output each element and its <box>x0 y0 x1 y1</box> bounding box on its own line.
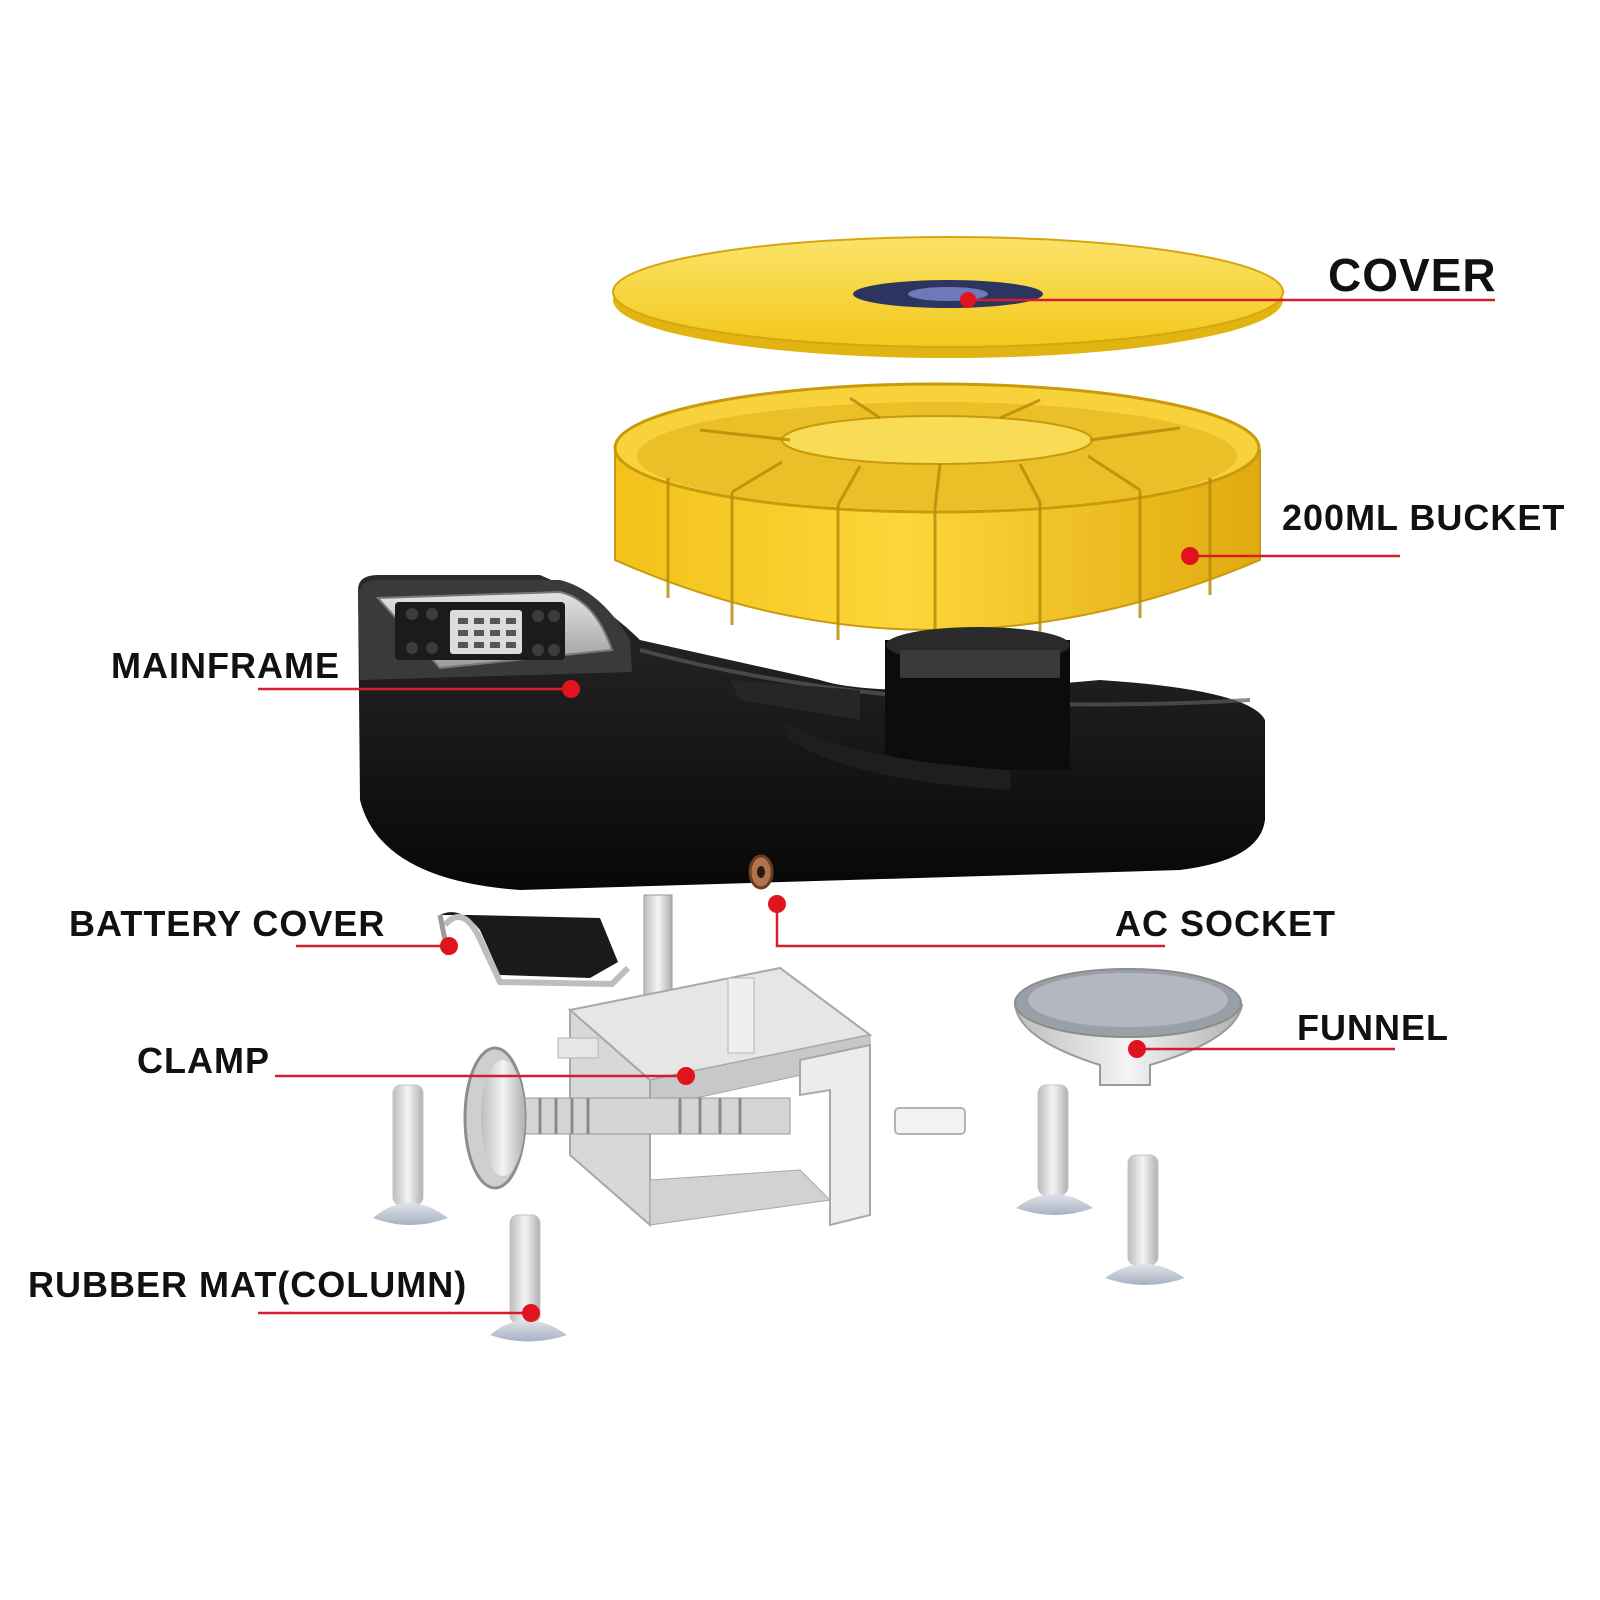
label-clamp: CLAMP <box>137 1040 270 1081</box>
leader-dot-cover <box>960 292 976 308</box>
label-rubber-mat: RUBBER MAT(COLUMN) <box>28 1264 468 1305</box>
rubber-mat-column <box>490 1214 567 1342</box>
leader-line-ac-socket <box>775 904 1165 948</box>
leader-dot-clamp <box>677 1067 695 1085</box>
label-cover: COVER <box>1328 249 1497 301</box>
leader-lines <box>258 298 1495 1315</box>
rubber-mat-column <box>373 1084 448 1225</box>
rubber-mat-columns <box>373 1084 1185 1342</box>
label-mainframe: MAINFRAME <box>111 645 340 686</box>
leader-dot-rubber-mat <box>522 1304 540 1322</box>
leader-dot-battery-cover <box>440 937 458 955</box>
battery-cover-part <box>437 912 631 988</box>
leader-dot-bucket <box>1181 547 1199 565</box>
label-ac-socket: AC SOCKET <box>1115 903 1337 944</box>
clamp-part <box>463 966 966 1228</box>
label-funnel: FUNNEL <box>1297 1007 1449 1048</box>
cover-part <box>612 236 1284 358</box>
leader-dot-ac-socket <box>768 895 786 913</box>
bucket-part <box>613 382 1261 645</box>
label-battery-cover: BATTERY COVER <box>69 903 386 944</box>
rubber-mat-column <box>1016 1084 1093 1215</box>
funnel-part <box>1013 968 1244 1086</box>
leader-dot-mainframe <box>562 680 580 698</box>
mainframe-part <box>358 575 1265 890</box>
label-bucket: 200ML BUCKET <box>1282 497 1566 538</box>
rubber-mat-column <box>1105 1154 1185 1285</box>
leader-dot-funnel <box>1128 1040 1146 1058</box>
leader-dots <box>440 292 1199 1322</box>
